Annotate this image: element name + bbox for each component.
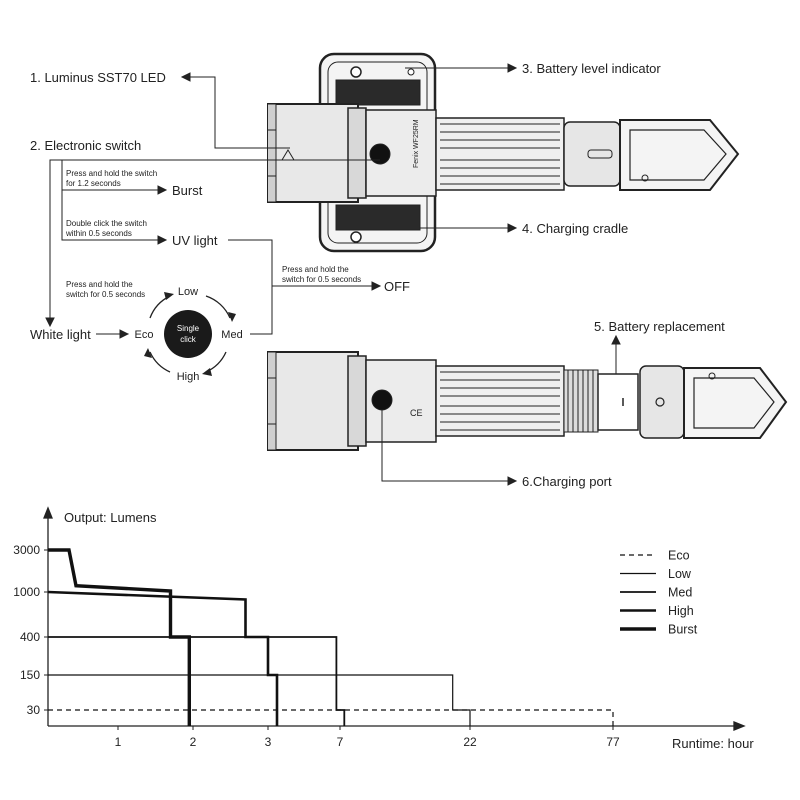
uv-mode-label: UV light: [172, 233, 218, 248]
callout-switch: 2. Electronic switch: [30, 138, 141, 153]
legend-label-burst: Burst: [668, 623, 698, 637]
uv-instruction-line1: Double click the switch: [66, 219, 147, 228]
runtime-chart: Output: Lumens Runtime: hour 3000 1000 400…: [13, 506, 754, 751]
callout-led: 1. Luminus SST70 LED: [30, 70, 166, 85]
y-tick-label: 400: [20, 630, 40, 644]
cycle-low-label: Low: [178, 286, 198, 298]
callout-charging-port: 6.Charging port: [522, 474, 612, 489]
device-brand-top: Fenix WF25RM: [413, 119, 420, 168]
burst-mode-label: Burst: [172, 183, 203, 198]
series-line-med: [48, 636, 346, 726]
charging-port[interactable]: [371, 389, 393, 411]
callout-lines: [45, 63, 621, 486]
callout-battery-indicator: 3. Battery level indicator: [522, 61, 661, 76]
series-line-low: [48, 674, 471, 726]
single-click-badge: [164, 310, 212, 358]
x-axis-ticks: 1 2 3 7 22 77: [115, 726, 620, 749]
series-line-eco: [48, 709, 614, 726]
cycle-med-label: Med: [221, 329, 242, 341]
cycle-high-label: High: [177, 371, 200, 383]
cycle-center-line2: click: [180, 335, 197, 344]
off-instruction-line2: switch for 0.5 seconds: [282, 275, 361, 284]
legend-label-high: High: [668, 604, 694, 618]
y-tick-label: 150: [20, 668, 40, 682]
chart-ylabel: Output: Lumens: [64, 510, 157, 525]
legend-label-eco: Eco: [668, 549, 690, 563]
off-mode-label: OFF: [384, 279, 410, 294]
series-line-high: [47, 590, 279, 726]
x-tick-label: 7: [337, 735, 344, 749]
electronic-switch[interactable]: [369, 143, 391, 165]
body-ribs: [440, 123, 560, 185]
burst-instruction-line2: for 1.2 seconds: [66, 179, 121, 188]
flashlight-in-cradle: [267, 52, 740, 253]
white-instruction-line2: switch for 0.5 seconds: [66, 290, 145, 299]
y-tick-label: 30: [27, 703, 41, 717]
white-mode-label: White light: [30, 327, 91, 342]
callout-charging-cradle: 4. Charging cradle: [522, 221, 628, 236]
x-tick-label: 77: [606, 735, 620, 749]
x-tick-label: 22: [463, 735, 477, 749]
series-line-burst: [48, 548, 192, 726]
svg-text:CE: CE: [410, 408, 423, 418]
cycle-eco-label: Eco: [135, 329, 154, 341]
chart-series: [47, 548, 614, 726]
y-tick-label: 3000: [13, 543, 40, 557]
callout-battery-replacement: 5. Battery replacement: [594, 319, 725, 334]
cycle-center-line1: Single: [177, 324, 200, 333]
x-tick-label: 3: [265, 735, 272, 749]
y-axis-ticks: 3000 1000 400 150 30: [13, 543, 48, 717]
uv-instruction-line2: within 0.5 seconds: [65, 229, 132, 238]
y-tick-label: 1000: [13, 585, 40, 599]
flashlight-standalone: CE: [267, 351, 788, 451]
mode-cycle: [144, 292, 236, 376]
chart-xlabel: Runtime: hour: [672, 736, 754, 751]
x-tick-label: 1: [115, 735, 122, 749]
battery: [597, 373, 639, 431]
burst-instruction-line1: Press and hold the switch: [66, 169, 157, 178]
chart-axes: [43, 506, 746, 731]
legend-label-low: Low: [668, 567, 692, 581]
x-tick-label: 2: [190, 735, 197, 749]
off-instruction-line1: Press and hold the: [282, 265, 349, 274]
body-ribs-bottom: [440, 371, 560, 431]
white-instruction-line1: Press and hold the: [66, 280, 133, 289]
legend-label-med: Med: [668, 586, 692, 600]
